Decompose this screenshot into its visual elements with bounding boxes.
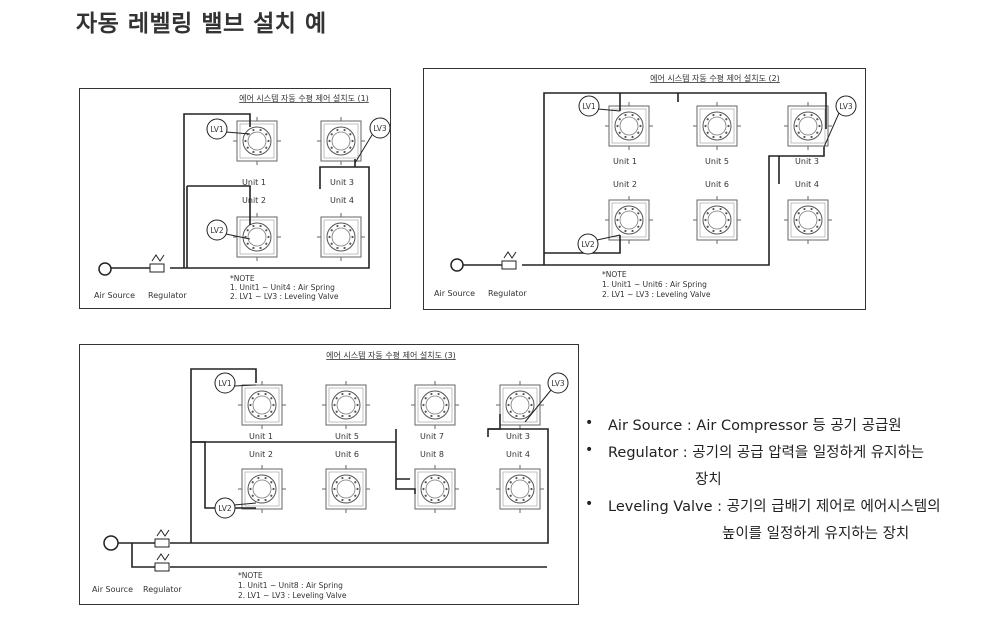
bullet-leveling-valve: Leveling Valve : 공기의 급배기 제어로 에어시스템의 bbox=[608, 499, 941, 515]
diagram-1-svg: 에어 시스템 자동 수평 제어 설치도 (1) Unit 1 Unit 2 Un… bbox=[94, 93, 390, 301]
unit-label: Unit 5 bbox=[705, 157, 729, 166]
unit-graphic bbox=[238, 381, 286, 429]
air-source-label: Air Source bbox=[94, 291, 135, 300]
unit-graphic bbox=[693, 196, 741, 244]
unit-label: Unit 4 bbox=[506, 450, 530, 459]
bullet-dot: • bbox=[585, 415, 594, 431]
unit-label: Unit 6 bbox=[705, 180, 729, 189]
unit-graphic bbox=[693, 102, 741, 150]
unit-label: Unit 2 bbox=[613, 180, 637, 189]
diagram-3: 에어 시스템 자동 수평 제어 설치도 (3) Unit 1 Unit 5 Un… bbox=[79, 344, 579, 605]
unit-graphic bbox=[605, 102, 653, 150]
unit-label: Unit 1 bbox=[613, 157, 637, 166]
unit-graphic bbox=[317, 213, 365, 261]
note-head: *NOTE bbox=[230, 274, 255, 283]
note-line: 1. Unit1 ~ Unit4 : Air Spring bbox=[230, 283, 335, 292]
bullet-regulator-cont: 장치 bbox=[695, 472, 722, 488]
page-title: 자동 레벨링 밸브 설치 예 bbox=[76, 11, 327, 37]
unit-label: Unit 8 bbox=[420, 450, 444, 459]
diagram-title: 에어 시스템 자동 수평 제어 설치도 (3) bbox=[326, 350, 456, 360]
valve-label: LV1 bbox=[218, 379, 231, 388]
unit-label: Unit 1 bbox=[249, 432, 273, 441]
regulator-symbol bbox=[149, 254, 165, 273]
unit-label: Unit 6 bbox=[335, 450, 359, 459]
note-head: *NOTE bbox=[238, 571, 263, 580]
unit-graphic bbox=[238, 465, 286, 513]
unit-label: Unit 3 bbox=[330, 178, 354, 187]
regulator-symbol bbox=[154, 529, 170, 548]
unit-graphic bbox=[322, 465, 370, 513]
note-line: 2. LV1 ~ LV3 : Leveling Valve bbox=[602, 290, 711, 299]
valve-label: LV1 bbox=[582, 102, 595, 111]
unit-label: Unit 2 bbox=[242, 196, 266, 205]
valve-label: LV2 bbox=[210, 226, 223, 235]
valve-label: LV1 bbox=[210, 125, 223, 134]
unit-graphic bbox=[411, 465, 459, 513]
unit-graphic bbox=[317, 117, 365, 165]
valve-label: LV2 bbox=[218, 504, 231, 513]
bullet-regulator: Regulator : 공기의 공급 압력을 일정하게 유지하는 bbox=[608, 445, 925, 461]
unit-label: Unit 1 bbox=[242, 178, 266, 187]
unit-label: Unit 3 bbox=[795, 157, 819, 166]
unit-label: Unit 3 bbox=[506, 432, 530, 441]
unit-label: Unit 5 bbox=[335, 432, 359, 441]
diagram-2-svg: 에어 시스템 자동 수평 제어 설치도 (2) Unit 1 Unit 5 Un… bbox=[434, 73, 857, 299]
note-head: *NOTE bbox=[602, 270, 627, 279]
unit-graphic bbox=[411, 381, 459, 429]
unit-graphic bbox=[233, 213, 281, 261]
unit-graphic bbox=[784, 196, 832, 244]
unit-graphic bbox=[233, 117, 281, 165]
valve-label: LV3 bbox=[551, 379, 564, 388]
note-line: 2. LV1 ~ LV3 : Leveling Valve bbox=[230, 292, 339, 301]
bullet-dot: • bbox=[585, 496, 594, 512]
unit-graphic bbox=[322, 381, 370, 429]
valve-label: LV3 bbox=[373, 124, 386, 133]
diagram-2: 에어 시스템 자동 수평 제어 설치도 (2) Unit 1 Unit 5 Un… bbox=[423, 68, 866, 310]
diagram-1: 에어 시스템 자동 수평 제어 설치도 (1) Unit 1 Unit 2 Un… bbox=[79, 88, 391, 309]
unit-label: Unit 4 bbox=[330, 196, 354, 205]
unit-label: Unit 4 bbox=[795, 180, 819, 189]
valve-label: LV3 bbox=[839, 102, 852, 111]
regulator-symbol bbox=[154, 553, 170, 572]
regulator-symbol bbox=[501, 251, 517, 270]
unit-graphic bbox=[496, 381, 544, 429]
unit-graphic bbox=[496, 465, 544, 513]
regulator-label: Regulator bbox=[148, 291, 187, 300]
note-line: 2. LV1 ~ LV3 : Leveling Valve bbox=[238, 591, 347, 600]
unit-graphic bbox=[605, 196, 653, 244]
unit-label: Unit 2 bbox=[249, 450, 273, 459]
diagram-title: 에어 시스템 자동 수평 제어 설치도 (1) bbox=[239, 93, 369, 103]
air-source-label: Air Source bbox=[92, 585, 133, 594]
unit-graphic bbox=[784, 102, 832, 150]
bullet-air-source: Air Source : Air Compressor 등 공기 공급원 bbox=[608, 418, 902, 434]
note-line: 1. Unit1 ~ Unit8 : Air Spring bbox=[238, 581, 343, 590]
diagram-title: 에어 시스템 자동 수평 제어 설치도 (2) bbox=[650, 73, 780, 83]
bullet-dot: • bbox=[585, 442, 594, 458]
unit-label: Unit 7 bbox=[420, 432, 444, 441]
regulator-label: Regulator bbox=[143, 585, 182, 594]
note-line: 1. Unit1 ~ Unit6 : Air Spring bbox=[602, 280, 707, 289]
valve-label: LV2 bbox=[581, 240, 594, 249]
diagram-3-svg: 에어 시스템 자동 수평 제어 설치도 (3) Unit 1 Unit 5 Un… bbox=[92, 350, 569, 600]
bullet-leveling-valve-cont: 높이를 일정하게 유지하는 장치 bbox=[722, 526, 910, 542]
air-source-label: Air Source bbox=[434, 289, 475, 298]
regulator-label: Regulator bbox=[488, 289, 527, 298]
